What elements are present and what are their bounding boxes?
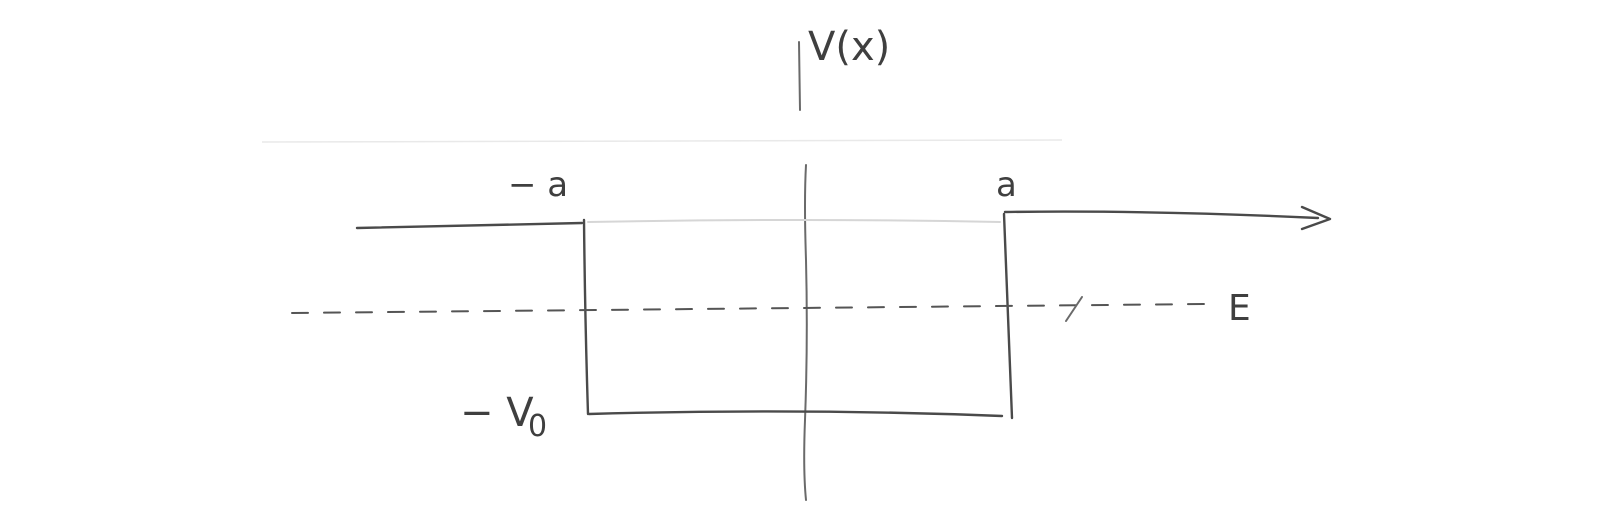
x-axis-left: [355, 221, 584, 230]
left-edge-label: − a: [508, 165, 568, 205]
energy-label: E: [1228, 288, 1251, 329]
well-left-wall: [582, 218, 590, 416]
faint-guide-line: [261, 139, 1063, 143]
potential-label: V(x): [808, 24, 890, 70]
x-axis-inside-faint: [587, 219, 1001, 223]
well-depth-subscript: 0: [528, 409, 547, 444]
well-right-wall: [1002, 212, 1014, 420]
right-edge-label: a: [996, 165, 1017, 205]
well-depth-label: − V: [460, 390, 534, 436]
well-floor: [587, 410, 1004, 418]
energy-level-line: [291, 303, 1206, 314]
x-axis-arrowhead: [1300, 205, 1332, 231]
x-axis-right: [1003, 210, 1320, 220]
energy-tick: [1065, 296, 1083, 322]
vertical-axis-top: [798, 41, 801, 111]
vertical-axis: [803, 164, 808, 501]
